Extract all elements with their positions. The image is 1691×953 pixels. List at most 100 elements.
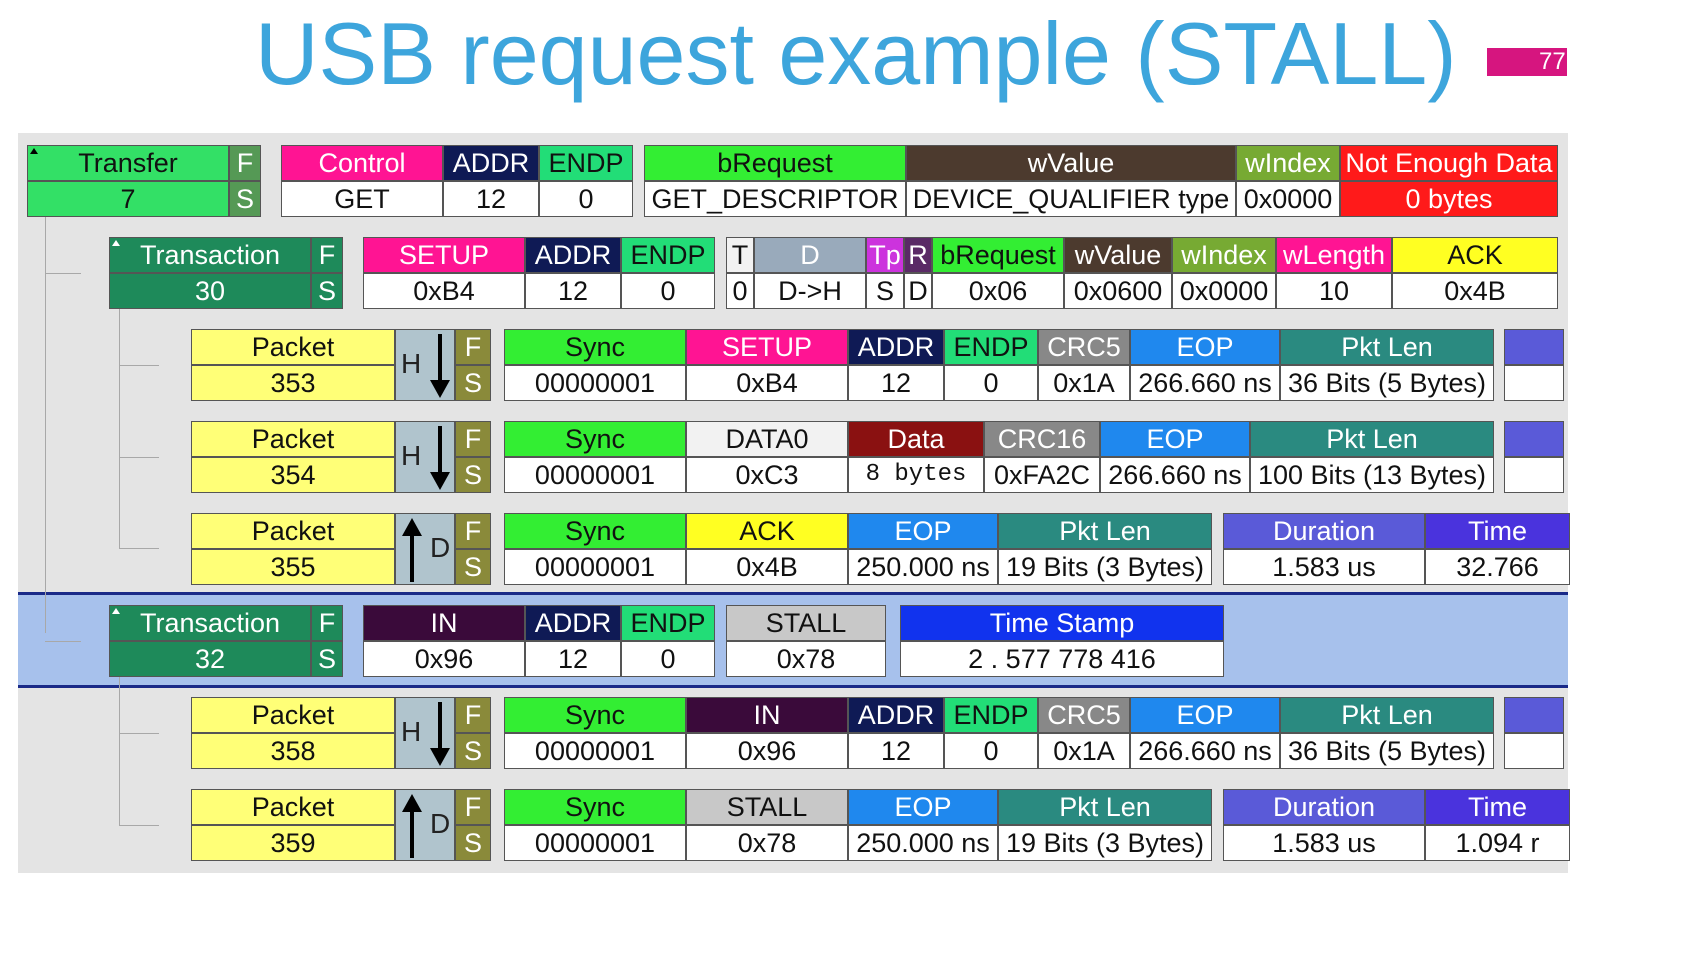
packet354-eop-value: 266.660 ns bbox=[1100, 457, 1250, 493]
packet359-time-header: Time bbox=[1425, 789, 1570, 825]
packet354-s-flag: S bbox=[455, 457, 491, 493]
packet355-ack-value: 0x4B bbox=[686, 549, 848, 585]
transaction32-s-flag: S bbox=[311, 641, 343, 677]
packet358-crc5-value: 0x1A bbox=[1038, 733, 1130, 769]
packet354-f-flag: F bbox=[455, 421, 491, 457]
packet353-endp-value: 0 bbox=[944, 365, 1038, 401]
packet355-f-flag: F bbox=[455, 513, 491, 549]
transfer-s-flag: S bbox=[229, 181, 261, 217]
transaction30-f-flag: F bbox=[311, 237, 343, 273]
transaction30-setup-header: SETUP bbox=[363, 237, 525, 273]
direction-letter: H bbox=[401, 348, 422, 379]
packet353-f-flag: F bbox=[455, 329, 491, 365]
packet353-eop-header: EOP bbox=[1130, 329, 1280, 365]
packet353-endp-header: ENDP bbox=[944, 329, 1038, 365]
transfer-wvalue-value: DEVICE_QUALIFIER type bbox=[906, 181, 1236, 217]
packet353-addr-value: 12 bbox=[848, 365, 944, 401]
transfer-not-enough-data-header: Not Enough Data bbox=[1340, 145, 1558, 181]
packet359-f-flag: F bbox=[455, 789, 491, 825]
host-to-device-arrow-icon: H bbox=[395, 329, 455, 401]
transaction32-addr-value: 12 bbox=[525, 641, 621, 677]
transaction30-number: 30 bbox=[109, 273, 311, 309]
expand-toggle-icon[interactable] bbox=[112, 608, 120, 614]
tree-line bbox=[119, 676, 120, 826]
packet358-eop-value: 266.660 ns bbox=[1130, 733, 1280, 769]
transaction30-s-flag: S bbox=[311, 273, 343, 309]
transaction32-endp-value: 0 bbox=[621, 641, 715, 677]
transaction30-endp-header: ENDP bbox=[621, 237, 715, 273]
transaction30-brequest-header: bRequest bbox=[932, 237, 1064, 273]
packet354-eop-header: EOP bbox=[1100, 421, 1250, 457]
packet355-eop-value: 250.000 ns bbox=[848, 549, 998, 585]
packet354-data-header: Data bbox=[848, 421, 984, 457]
packet359-sync-header: Sync bbox=[504, 789, 686, 825]
transaction30-label: Transaction bbox=[109, 237, 311, 273]
transaction32-number: 32 bbox=[109, 641, 311, 677]
packet354-pkt-len-header: Pkt Len bbox=[1250, 421, 1494, 457]
packet353-setup-value: 0xB4 bbox=[686, 365, 848, 401]
transfer-addr-header: ADDR bbox=[443, 145, 539, 181]
page-title: USB request example (STALL) bbox=[255, 4, 1457, 103]
packet359-stall-header: STALL bbox=[686, 789, 848, 825]
packet358-truncated-value bbox=[1504, 733, 1564, 769]
transaction30-setup-value: 0xB4 bbox=[363, 273, 525, 309]
packet353-crc5-value: 0x1A bbox=[1038, 365, 1130, 401]
transaction30-ack-value: 0x4B bbox=[1392, 273, 1558, 309]
transaction32-in-value: 0x96 bbox=[363, 641, 525, 677]
packet353-eop-value: 266.660 ns bbox=[1130, 365, 1280, 401]
packet359-label: Packet bbox=[191, 789, 395, 825]
packet358-sync-value: 00000001 bbox=[504, 733, 686, 769]
packet354-truncated-value bbox=[1504, 457, 1564, 493]
tree-line bbox=[45, 273, 81, 274]
direction-letter: H bbox=[401, 440, 422, 471]
direction-letter: D bbox=[430, 532, 451, 563]
transaction30-windex-value: 0x0000 bbox=[1172, 273, 1276, 309]
transfer-control-header: Control bbox=[281, 145, 443, 181]
packet358-endp-value: 0 bbox=[944, 733, 1038, 769]
tree-line bbox=[119, 365, 159, 366]
tree-line bbox=[119, 548, 159, 549]
transaction32-endp-header: ENDP bbox=[621, 605, 715, 641]
transaction30-addr-header: ADDR bbox=[525, 237, 621, 273]
packet359-sync-value: 00000001 bbox=[504, 825, 686, 861]
direction-arrow-icon bbox=[402, 794, 422, 858]
packet353-pkt-len-value: 36 Bits (5 Bytes) bbox=[1280, 365, 1494, 401]
tree-line bbox=[119, 733, 159, 734]
packet355-duration-header: Duration bbox=[1223, 513, 1425, 549]
packet358-in-header: IN bbox=[686, 697, 848, 733]
packet353-sync-header: Sync bbox=[504, 329, 686, 365]
transaction30-windex-header: wIndex bbox=[1172, 237, 1276, 273]
packet354-truncated-header bbox=[1504, 421, 1564, 457]
device-to-host-arrow-icon: D bbox=[395, 513, 455, 585]
packet359-eop-value: 250.000 ns bbox=[848, 825, 998, 861]
transfer-windex-value: 0x0000 bbox=[1236, 181, 1340, 217]
transaction30-tp-value: S bbox=[866, 273, 904, 309]
transaction32-f-flag: F bbox=[311, 605, 343, 641]
packet358-crc5-header: CRC5 bbox=[1038, 697, 1130, 733]
transaction30-t-header: T bbox=[726, 237, 754, 273]
direction-letter: D bbox=[430, 808, 451, 839]
transaction30-wvalue-header: wValue bbox=[1064, 237, 1172, 273]
direction-arrow-icon bbox=[430, 702, 450, 766]
packet353-crc5-header: CRC5 bbox=[1038, 329, 1130, 365]
packet354-data0-header: DATA0 bbox=[686, 421, 848, 457]
packet359-s-flag: S bbox=[455, 825, 491, 861]
transfer-endp-value: 0 bbox=[539, 181, 633, 217]
page-number-badge: 77 bbox=[1487, 48, 1567, 76]
expand-toggle-icon[interactable] bbox=[30, 148, 38, 154]
expand-toggle-icon[interactable] bbox=[112, 240, 120, 246]
direction-arrow-icon bbox=[402, 518, 422, 582]
packet359-eop-header: EOP bbox=[848, 789, 998, 825]
packet353-sync-value: 00000001 bbox=[504, 365, 686, 401]
packet355-sync-header: Sync bbox=[504, 513, 686, 549]
packet359-stall-value: 0x78 bbox=[686, 825, 848, 861]
packet353-pkt-len-header: Pkt Len bbox=[1280, 329, 1494, 365]
transaction32-addr-header: ADDR bbox=[525, 605, 621, 641]
packet358-pkt-len-header: Pkt Len bbox=[1280, 697, 1494, 733]
transaction32-stall-header: STALL bbox=[726, 605, 886, 641]
tree-line bbox=[45, 641, 81, 642]
transaction30-ack-header: ACK bbox=[1392, 237, 1558, 273]
transaction32-label: Transaction bbox=[109, 605, 311, 641]
packet358-addr-header: ADDR bbox=[848, 697, 944, 733]
direction-arrow-icon bbox=[430, 334, 450, 398]
